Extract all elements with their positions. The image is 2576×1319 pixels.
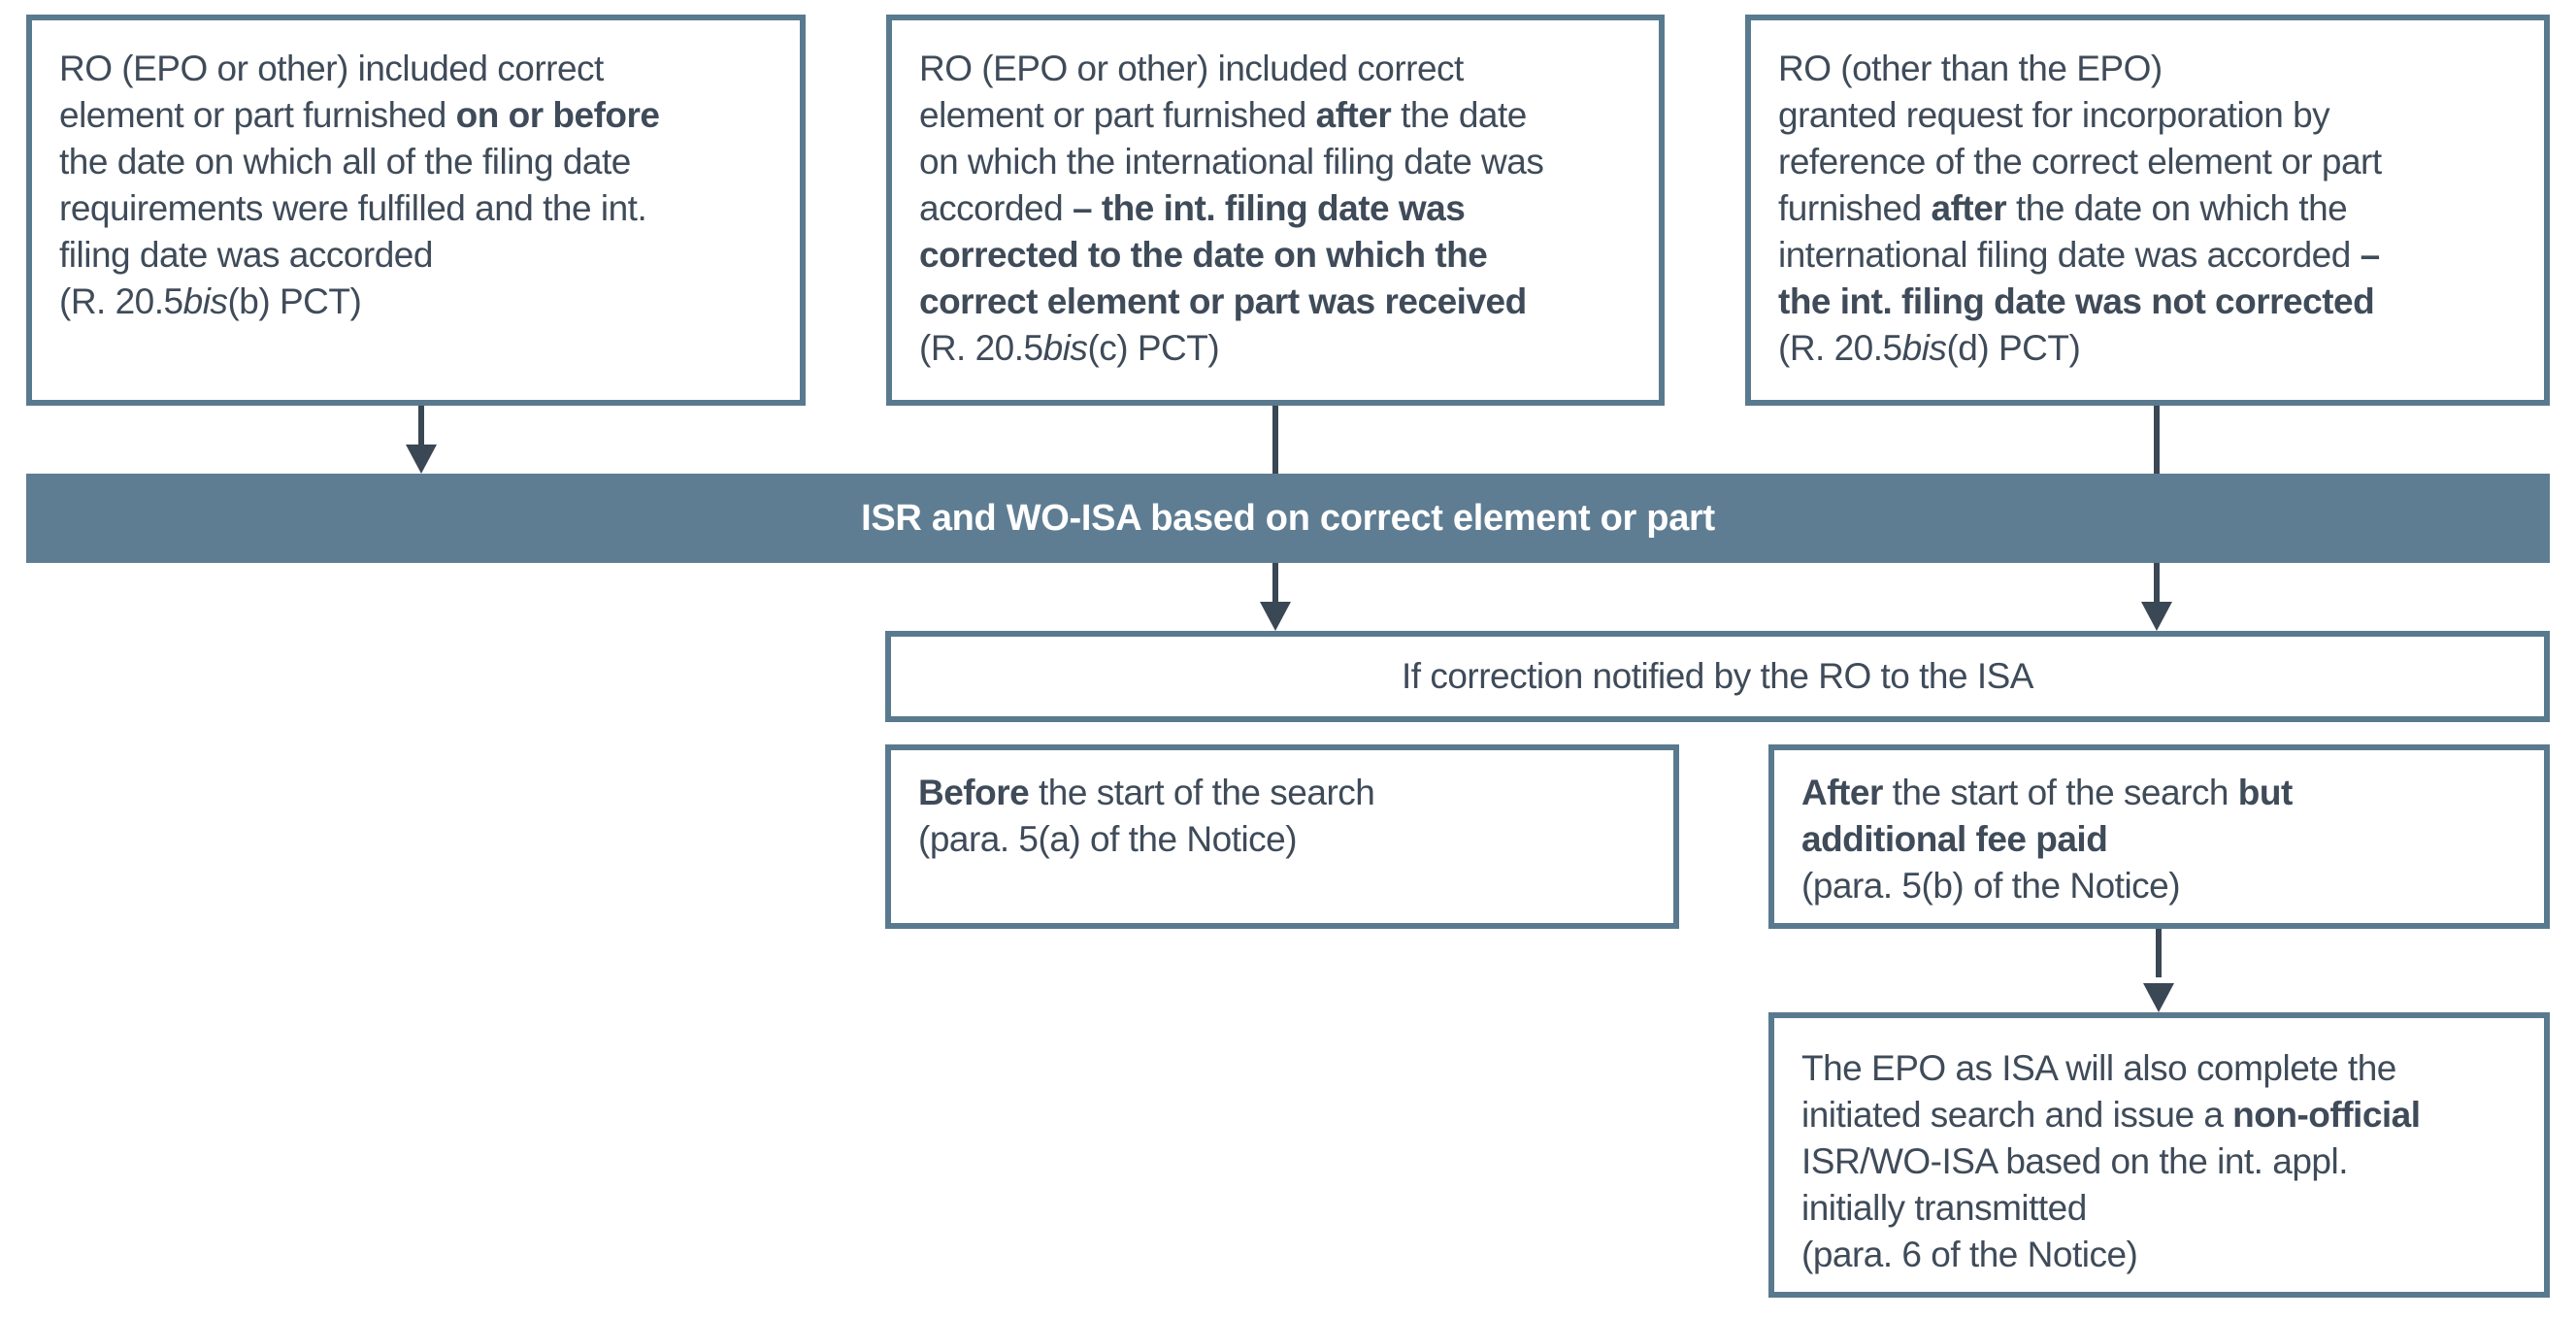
box-after-search-text: After the start of the search but additi… [1801, 773, 2293, 906]
bar-isr-wo-isa: ISR and WO-ISA based on correct element … [26, 474, 2550, 563]
arrow-down-icon [2143, 983, 2174, 1012]
box-r205bis-c-text: RO (EPO or other) included correct eleme… [919, 49, 1544, 368]
box-r205bis-c: RO (EPO or other) included correct eleme… [886, 15, 1665, 406]
box-non-official-isr: The EPO as ISA will also complete the in… [1768, 1012, 2550, 1298]
box-r205bis-d: RO (other than the EPO) granted request … [1745, 15, 2550, 406]
bar-isr-wo-isa-label: ISR and WO-ISA based on correct element … [861, 498, 1715, 539]
box-if-correction-notified-text: If correction notified by the RO to the … [1401, 656, 2034, 696]
arrow-down-icon [2141, 602, 2172, 631]
connector-line [1272, 406, 1278, 474]
arrow-down-line [2156, 929, 2162, 977]
arrow-down-icon [1260, 602, 1291, 631]
arrow-down-line [2154, 563, 2160, 604]
box-before-search: Before the start of the search (para. 5(… [885, 744, 1679, 929]
arrow-down-icon [406, 445, 437, 474]
connector-line [2154, 406, 2160, 474]
arrow-down-line [418, 406, 424, 446]
box-after-search: After the start of the search but additi… [1768, 744, 2550, 929]
box-r205bis-d-text: RO (other than the EPO) granted request … [1778, 49, 2382, 368]
arrow-down-line [1272, 563, 1278, 604]
box-r205bis-b-text: RO (EPO or other) included correct eleme… [59, 49, 660, 321]
box-non-official-isr-text: The EPO as ISA will also complete the in… [1801, 1048, 2421, 1274]
box-r205bis-b: RO (EPO or other) included correct eleme… [26, 15, 806, 406]
box-if-correction-notified: If correction notified by the RO to the … [885, 631, 2550, 722]
box-before-search-text: Before the start of the search (para. 5(… [918, 773, 1375, 859]
